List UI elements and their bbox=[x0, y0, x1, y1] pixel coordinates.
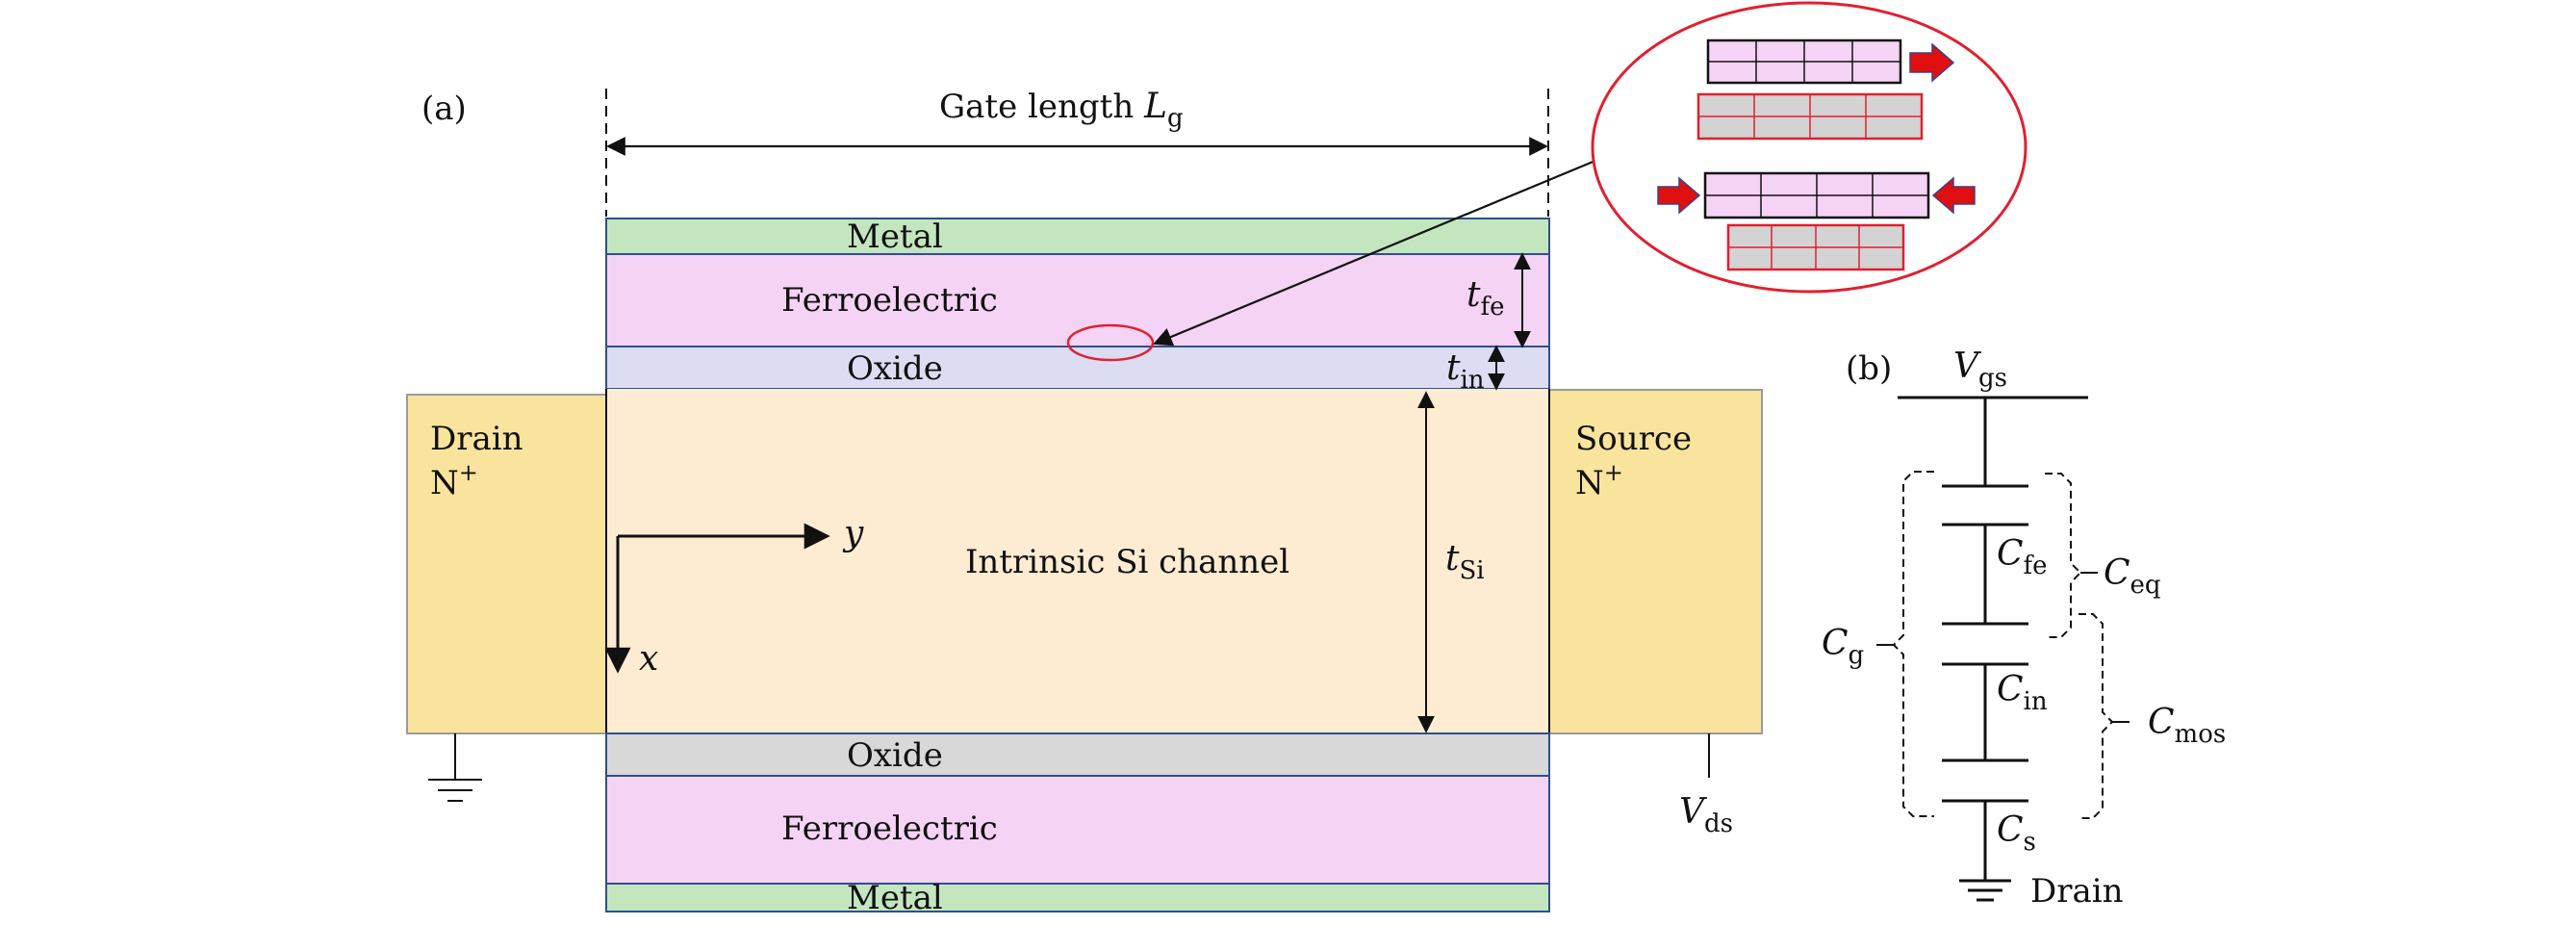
oxide-bottom-label: Oxide bbox=[847, 736, 943, 775]
gate-length-label: Gate length Lg bbox=[939, 87, 1184, 133]
zoom-inset bbox=[1591, 1, 2028, 294]
ferroelectric-top-label: Ferroelectric bbox=[781, 281, 998, 320]
panel-b-tag: (b) bbox=[1846, 349, 1892, 388]
lower-substrate-block bbox=[1726, 223, 1905, 271]
compressive-arrow-left-icon bbox=[1657, 176, 1701, 215]
tsi-label: tSi bbox=[1445, 539, 1485, 585]
tin-label: tin bbox=[1446, 348, 1485, 395]
cs-label: Cs bbox=[1997, 810, 2036, 857]
cfe-label: Cfe bbox=[1997, 534, 2048, 580]
source-region bbox=[1547, 389, 1763, 734]
ceq-brace bbox=[2045, 473, 2082, 638]
upper-domain-block bbox=[1706, 39, 1902, 85]
oxide-top-label: Oxide bbox=[847, 349, 943, 388]
interface-highlight bbox=[1066, 323, 1155, 362]
ferroelectric-bottom-layer bbox=[605, 775, 1550, 885]
panel-a: (a) Gate length Lg Metal Ferroelectric O… bbox=[406, 1, 2028, 917]
drain-ground-icon bbox=[428, 779, 482, 802]
drain-label: Drain bbox=[430, 420, 523, 458]
panel-b: (b) Vgs Drain Cfe Cin bbox=[1822, 347, 2226, 911]
ceq-label: Ceq bbox=[2104, 553, 2161, 600]
x-axis-label: x bbox=[639, 639, 658, 679]
vds-label: Vds bbox=[1679, 792, 1733, 838]
oxide-bottom-layer bbox=[605, 732, 1550, 777]
upper-substrate-block bbox=[1696, 92, 1924, 141]
drain-doping-label: N+ bbox=[430, 459, 478, 502]
panel-a-tag: (a) bbox=[421, 90, 467, 128]
metal-bottom-layer bbox=[605, 883, 1550, 912]
metal-bottom-label: Metal bbox=[847, 879, 943, 917]
metal-top-label: Metal bbox=[847, 218, 943, 256]
lower-domain-block bbox=[1703, 171, 1930, 219]
zoom-pointer-arrow bbox=[1153, 156, 1603, 347]
channel-region bbox=[606, 389, 1549, 733]
metal-top-layer bbox=[605, 218, 1550, 255]
cg-brace bbox=[1892, 471, 1934, 817]
cin-label: Cin bbox=[1997, 670, 2048, 716]
circuit-ground-icon bbox=[1959, 879, 2011, 902]
y-axis-label: y bbox=[842, 514, 864, 553]
tensile-arrow-right-icon bbox=[1909, 42, 1955, 83]
source-doping-label: N+ bbox=[1575, 459, 1623, 502]
tfe-label: tfe bbox=[1467, 275, 1504, 321]
vgs-label: Vgs bbox=[1953, 347, 2007, 393]
cmos-brace bbox=[2079, 613, 2114, 819]
source-label: Source bbox=[1575, 420, 1692, 458]
ferroelectric-bottom-label: Ferroelectric bbox=[781, 809, 998, 848]
drain-region bbox=[406, 394, 608, 734]
cmos-label: Cmos bbox=[2148, 703, 2226, 749]
zoom-inset-outline bbox=[1591, 1, 2028, 294]
channel-label: Intrinsic Si channel bbox=[965, 543, 1289, 581]
cg-label: Cg bbox=[1822, 624, 1864, 670]
capacitor-chain bbox=[1942, 398, 2028, 881]
compressive-arrow-right-icon bbox=[1931, 176, 1976, 215]
ground-drain-label: Drain bbox=[2030, 872, 2124, 911]
